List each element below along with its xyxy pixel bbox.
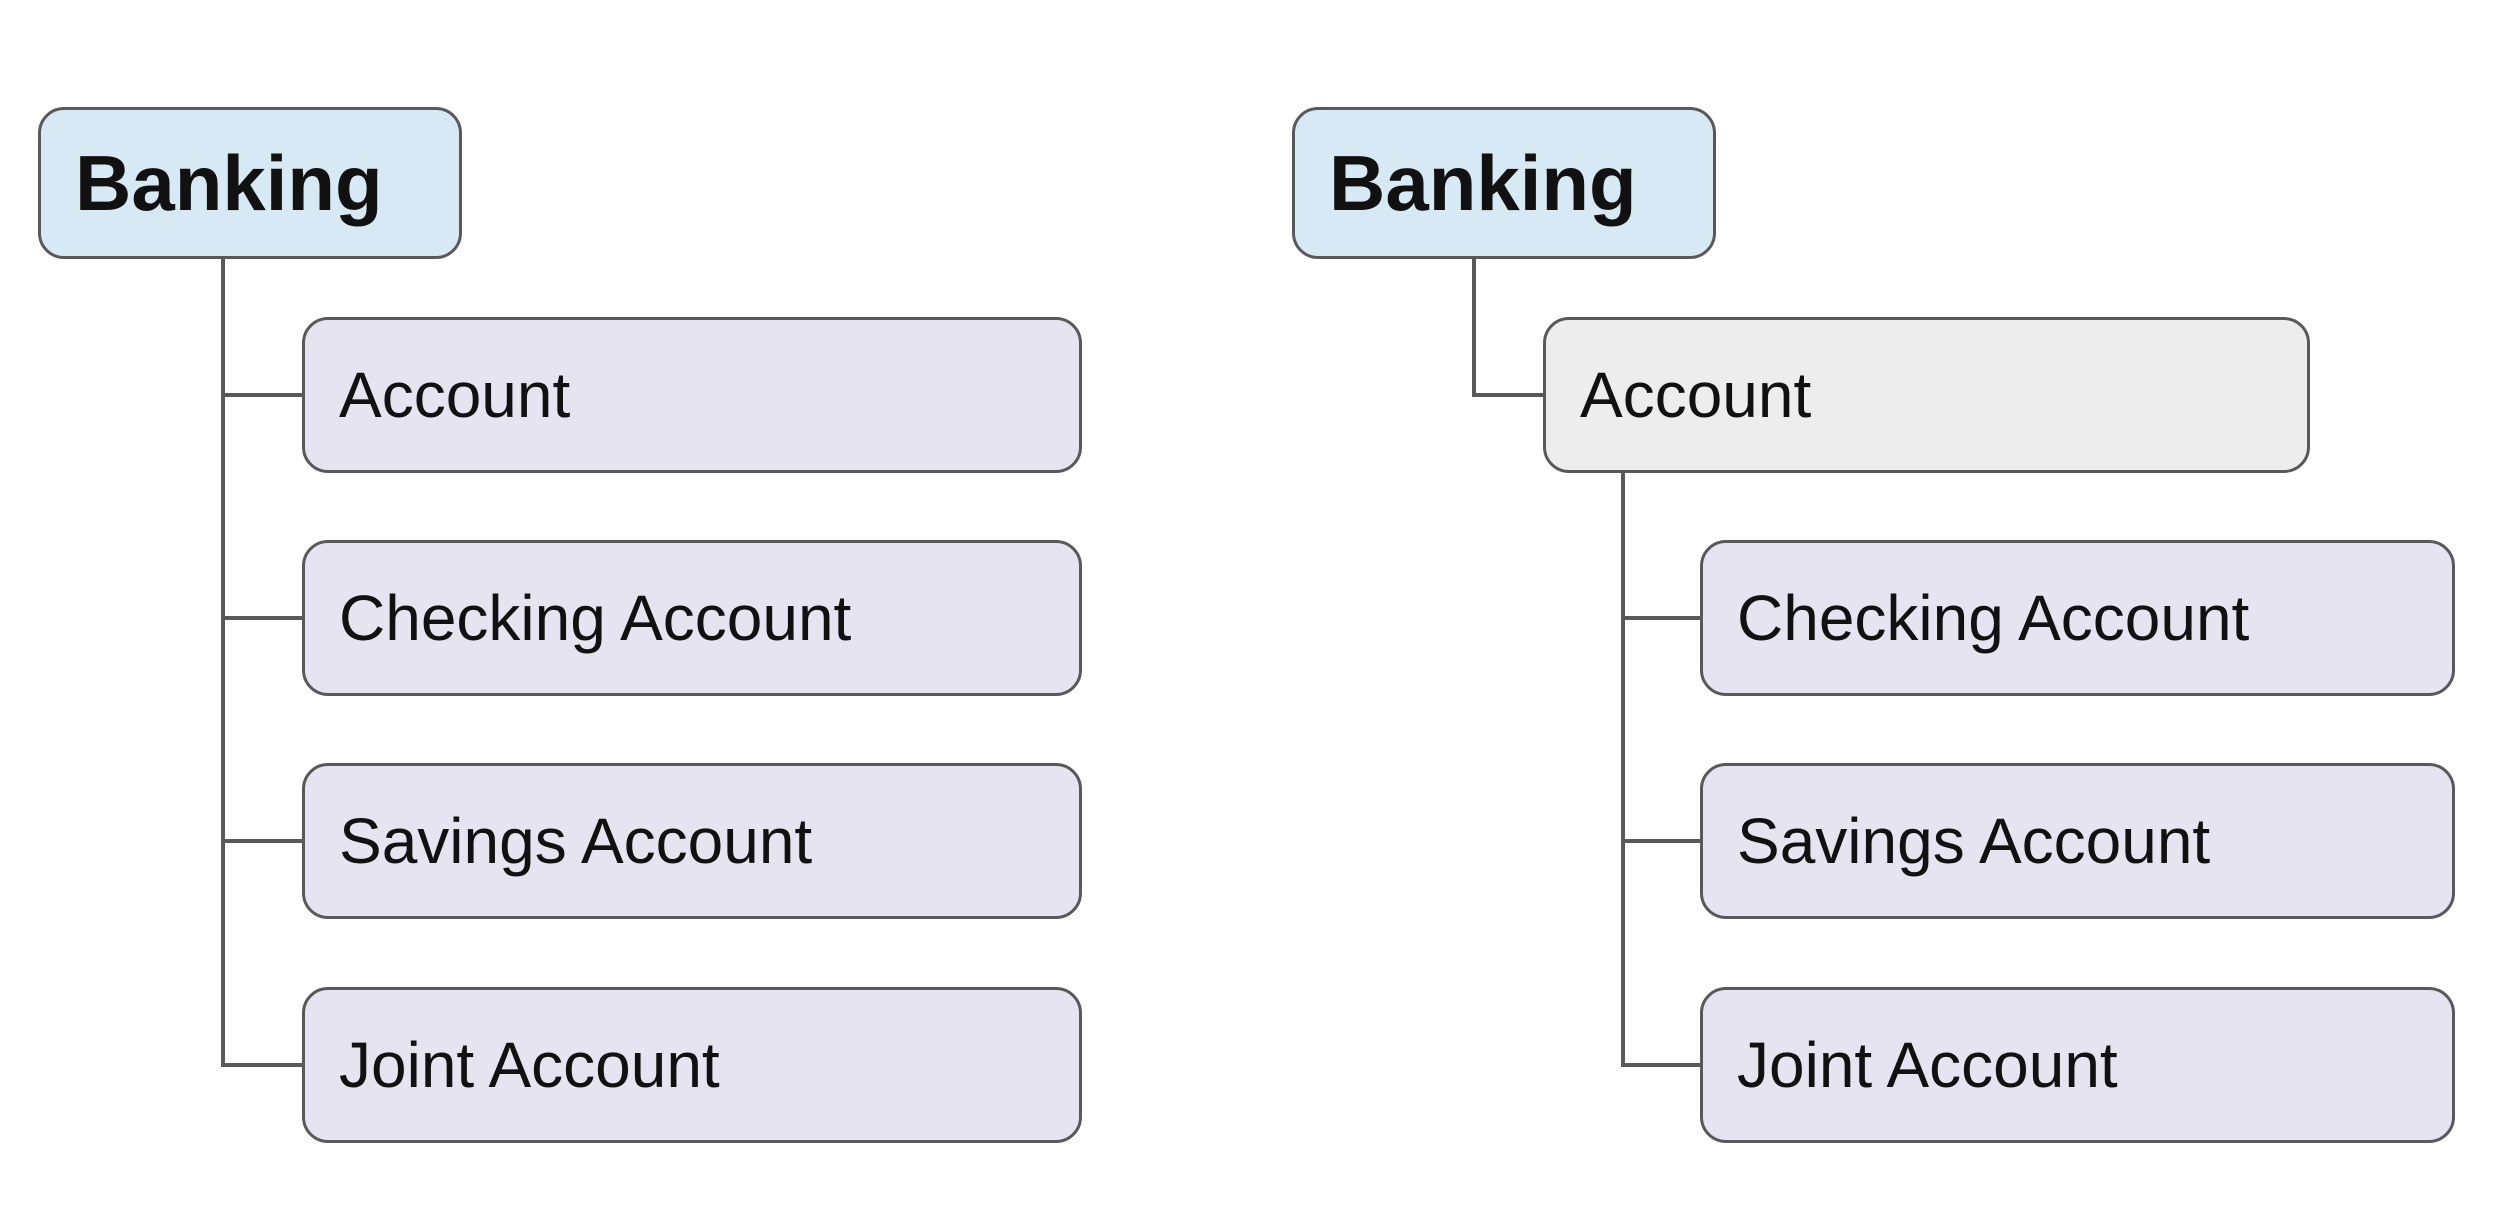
connector-stub-account-right <box>1476 393 1543 397</box>
node-banking-right[interactable]: Banking <box>1292 107 1716 259</box>
connector-stub-savings-right <box>1625 839 1700 843</box>
node-savings-account-right[interactable]: Savings Account <box>1700 763 2455 919</box>
node-checking-account-left[interactable]: Checking Account <box>302 540 1082 696</box>
connector-stub-savings-left <box>225 839 302 843</box>
node-account-right[interactable]: Account <box>1543 317 2310 473</box>
node-account-left[interactable]: Account <box>302 317 1082 473</box>
connector-trunk-banking-right <box>1472 259 1476 397</box>
connector-stub-checking-left <box>225 616 302 620</box>
connector-trunk-account-right <box>1621 473 1625 1067</box>
connector-stub-checking-right <box>1625 616 1700 620</box>
node-joint-account-left[interactable]: Joint Account <box>302 987 1082 1143</box>
node-checking-account-right[interactable]: Checking Account <box>1700 540 2455 696</box>
node-joint-account-right[interactable]: Joint Account <box>1700 987 2455 1143</box>
connector-trunk-left <box>221 259 225 1067</box>
connector-stub-joint-left <box>225 1063 302 1067</box>
connector-stub-account-left <box>225 393 302 397</box>
node-banking-left[interactable]: Banking <box>38 107 462 259</box>
node-savings-account-left[interactable]: Savings Account <box>302 763 1082 919</box>
connector-stub-joint-right <box>1625 1063 1700 1067</box>
